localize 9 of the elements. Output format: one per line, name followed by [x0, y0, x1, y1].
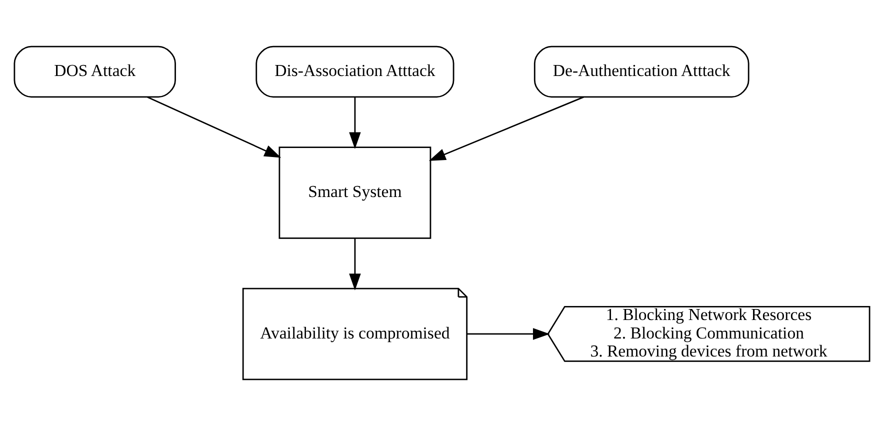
arrow: [147, 96, 282, 158]
node-box: De-Authentication Atttack: [534, 45, 750, 98]
node-box: DOS Attack: [14, 45, 176, 98]
arrow: [466, 328, 550, 340]
node-box: Smart System: [278, 146, 432, 238]
node-box: Dis-Association Atttack: [256, 45, 454, 98]
arrow: [349, 238, 361, 290]
arrow: [349, 96, 361, 149]
arrow: [428, 96, 584, 160]
